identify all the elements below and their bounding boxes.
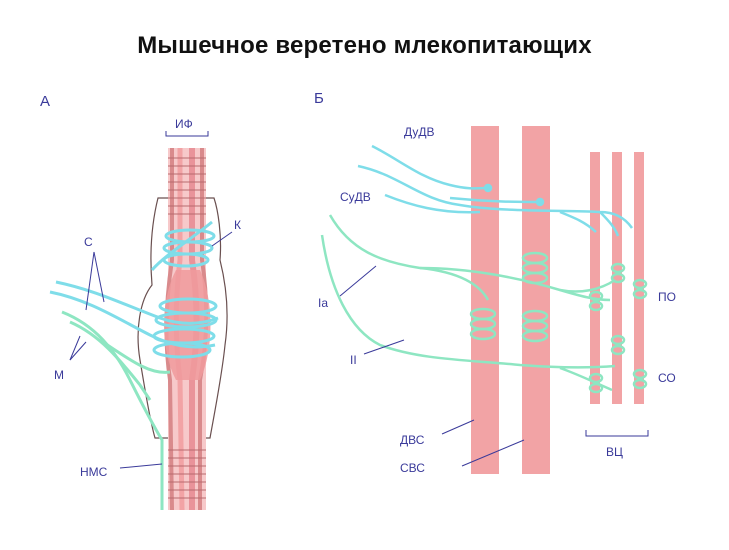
sensory-axons-b [320, 214, 648, 394]
panel-a: А ИФ К С М НМС [40, 93, 241, 511]
spindle-capsule [137, 197, 228, 439]
label-if: ИФ [175, 117, 193, 131]
label-ii: II [350, 353, 357, 367]
motor-axons-a [49, 220, 219, 359]
label-svs: СВС [400, 461, 425, 475]
label-m: М [54, 368, 64, 382]
nuclear-chain-fiber-3 [634, 152, 644, 404]
label-sudv: СуДВ [340, 190, 371, 204]
label-dudv: ДуДВ [404, 125, 435, 139]
label-vc: ВЦ [606, 445, 623, 459]
panel-a-letter: А [40, 93, 50, 110]
nuclear-chain-fiber-2 [612, 152, 622, 404]
nuclear-bag-fiber-2 [522, 126, 550, 474]
slide-title: Мышечное веретено млекопитающих [137, 32, 592, 59]
sensory-axons-a [61, 310, 171, 510]
label-po: ПО [658, 290, 676, 304]
label-nms: НМС [80, 465, 108, 479]
label-dvs: ДВС [400, 433, 425, 447]
panel-b: Б ДуДВ СуДВ Iа II ПО СО ДВС СВС ВЦ [314, 90, 676, 475]
panel-b-letter: Б [314, 90, 324, 107]
nuclear-bag-fiber-1 [471, 126, 499, 474]
label-c: С [84, 235, 93, 249]
label-k: К [234, 218, 241, 232]
label-so: СО [658, 371, 676, 385]
nuclear-chain-fiber-1 [590, 152, 600, 404]
motor-axons-b [357, 144, 634, 237]
label-ia: Iа [318, 296, 328, 310]
